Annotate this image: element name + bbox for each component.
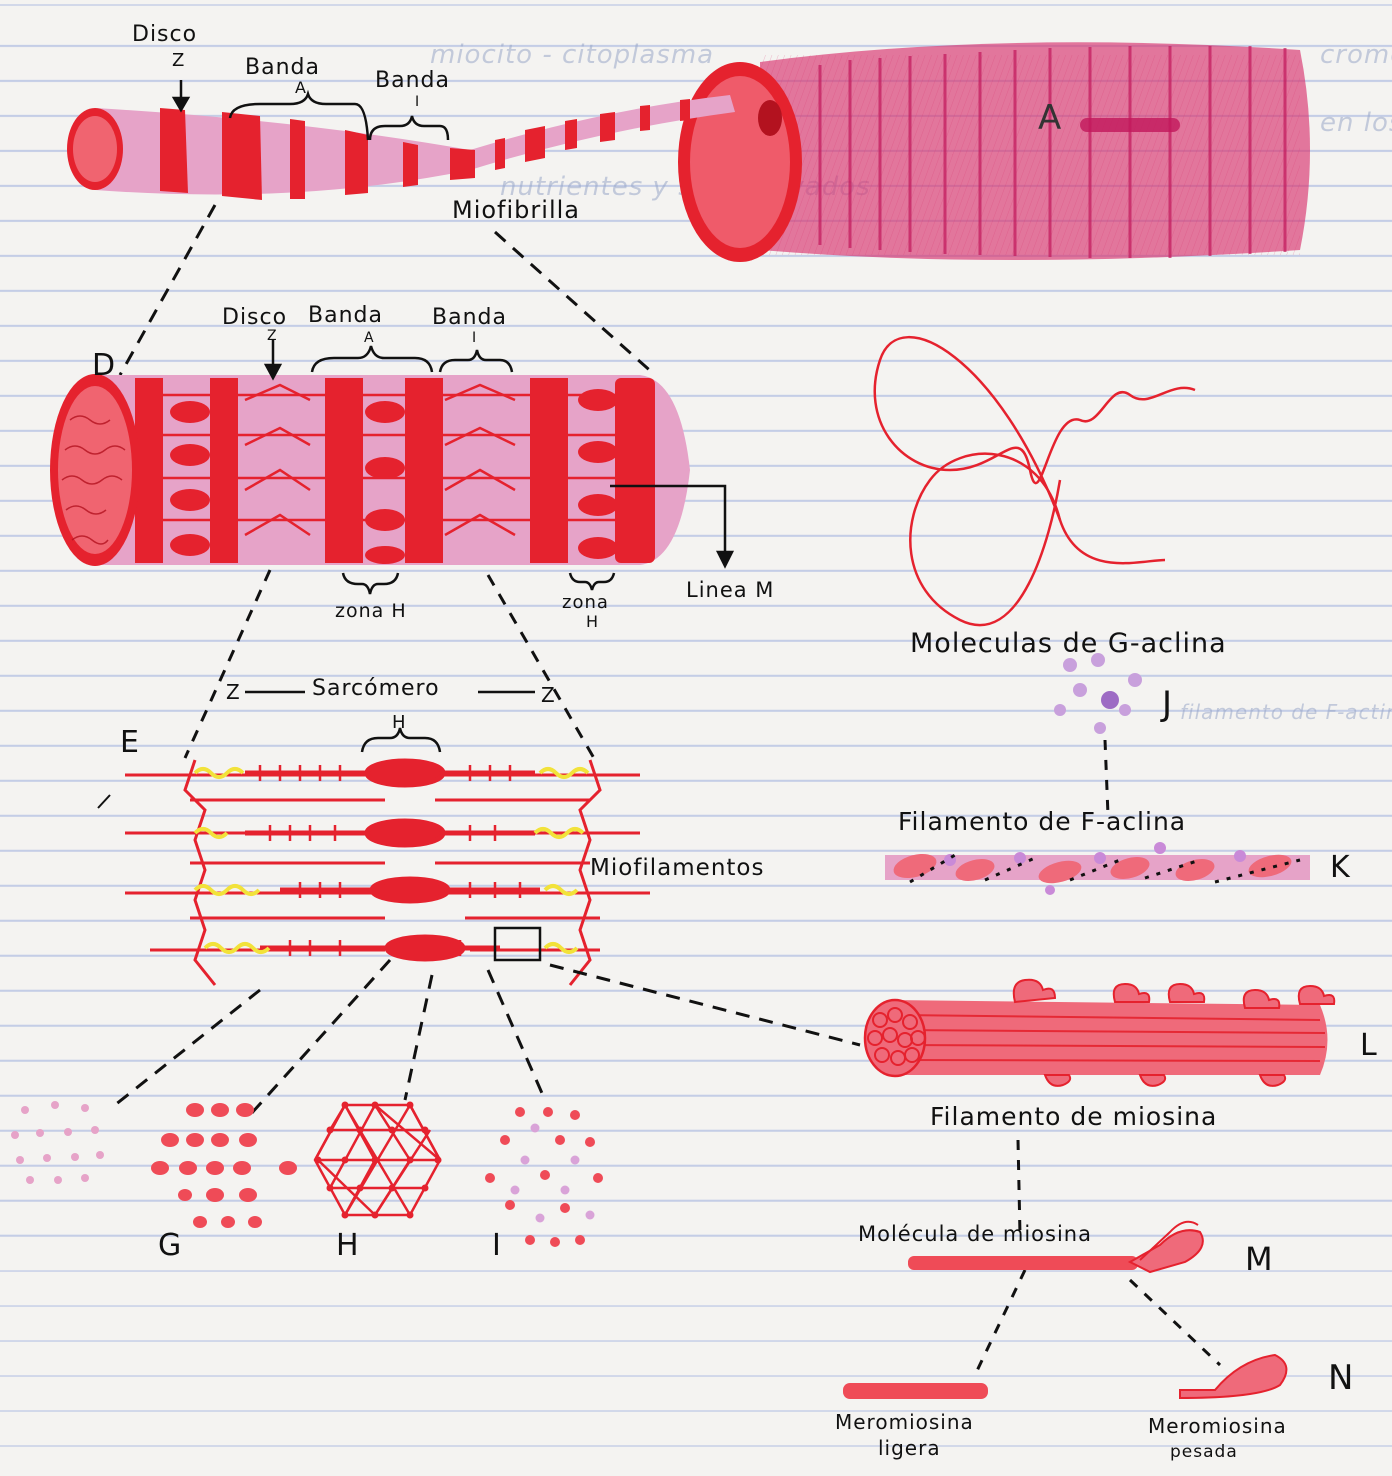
g-actin-molecules	[1054, 653, 1142, 734]
muscle-fiber-illustration	[678, 42, 1310, 262]
zoom-box	[495, 928, 540, 960]
zone-h-label: zona	[562, 592, 609, 613]
myosin-molecule-label: Molécula de miosina	[858, 1222, 1092, 1246]
panel-letter-l: L	[1360, 1028, 1377, 1063]
light-meromyosin-label: Meromiosina	[835, 1410, 974, 1434]
cross-section-i-mixed-dots	[485, 1107, 603, 1247]
line-m-label: Linea M	[686, 578, 774, 602]
myofibril-illustration	[67, 95, 735, 200]
arrow-icon	[266, 340, 280, 378]
zone-h-label: zona H	[335, 600, 407, 622]
cross-section-label-h: H	[336, 1228, 359, 1263]
band-i-letter: I	[415, 94, 420, 110]
disc-z-letter: Z	[267, 328, 278, 344]
band-i-label: Banda	[432, 305, 507, 330]
panel-letter-m: M	[1245, 1240, 1273, 1278]
myofilaments-label: Miofilamentos	[590, 855, 764, 881]
panel-letter-k: K	[1330, 850, 1350, 885]
cross-section-g-pink-dots	[11, 1101, 104, 1184]
z-line-label: Z	[541, 683, 556, 707]
heavy-meromyosin	[1180, 1355, 1286, 1398]
myofibril-label: Miofibrilla	[452, 196, 580, 224]
tropomyosin-strand	[875, 337, 1195, 625]
arrow-icon	[174, 80, 188, 110]
cross-section-h-hexagonal-lattice	[315, 1102, 442, 1219]
dashed-connector	[120, 205, 655, 375]
myofilament-lattice	[125, 760, 650, 985]
band-a-letter: A	[364, 330, 375, 346]
fiber-letter-a: A	[1038, 98, 1062, 138]
h-zone-label: H	[392, 712, 407, 733]
band-a-letter: A	[295, 78, 307, 97]
light-meromyosin-label: ligera	[878, 1436, 941, 1460]
cross-section-label-i: I	[492, 1228, 501, 1263]
panel-letter-d: D	[92, 348, 115, 383]
sarcomere-label: Sarcómero	[312, 676, 440, 701]
f-actin-filament	[885, 842, 1310, 895]
disc-z-label: Disco	[222, 305, 287, 330]
light-meromyosin	[843, 1383, 988, 1399]
sarcomere-span	[245, 692, 535, 752]
myosin-filament	[865, 980, 1334, 1086]
panel-letter-n: N	[1328, 1358, 1353, 1398]
cross-section-label-g: G	[158, 1228, 181, 1263]
band-i-letter: I	[472, 330, 477, 346]
z-line-label: Z	[226, 680, 241, 704]
dashed-connector	[115, 960, 860, 1115]
band-i-label: Banda	[375, 68, 450, 93]
disc-z-label: Disco	[132, 22, 197, 47]
band-a-label: Banda	[245, 55, 320, 80]
band-a-label: Banda	[308, 303, 383, 328]
heavy-meromyosin-label: Meromiosina	[1148, 1414, 1287, 1438]
panel-letter-j: J	[1162, 684, 1172, 724]
cross-section-g-red-dots	[151, 1103, 297, 1228]
dashed-connector	[185, 570, 595, 760]
myosin-filament-label: Filamento de miosina	[930, 1102, 1217, 1131]
panel-letter-e: E	[120, 725, 139, 760]
tick-mark	[98, 795, 110, 808]
zone-h-letter: H	[586, 612, 599, 631]
disc-z-letter: Z	[172, 50, 185, 71]
sarcomere-3d-section	[50, 374, 690, 566]
f-actin-label: Filamento de F-aclina	[898, 807, 1186, 836]
g-actin-label: Moleculas de G-aclina	[910, 628, 1227, 659]
heavy-meromyosin-label: pesada	[1170, 1442, 1238, 1462]
